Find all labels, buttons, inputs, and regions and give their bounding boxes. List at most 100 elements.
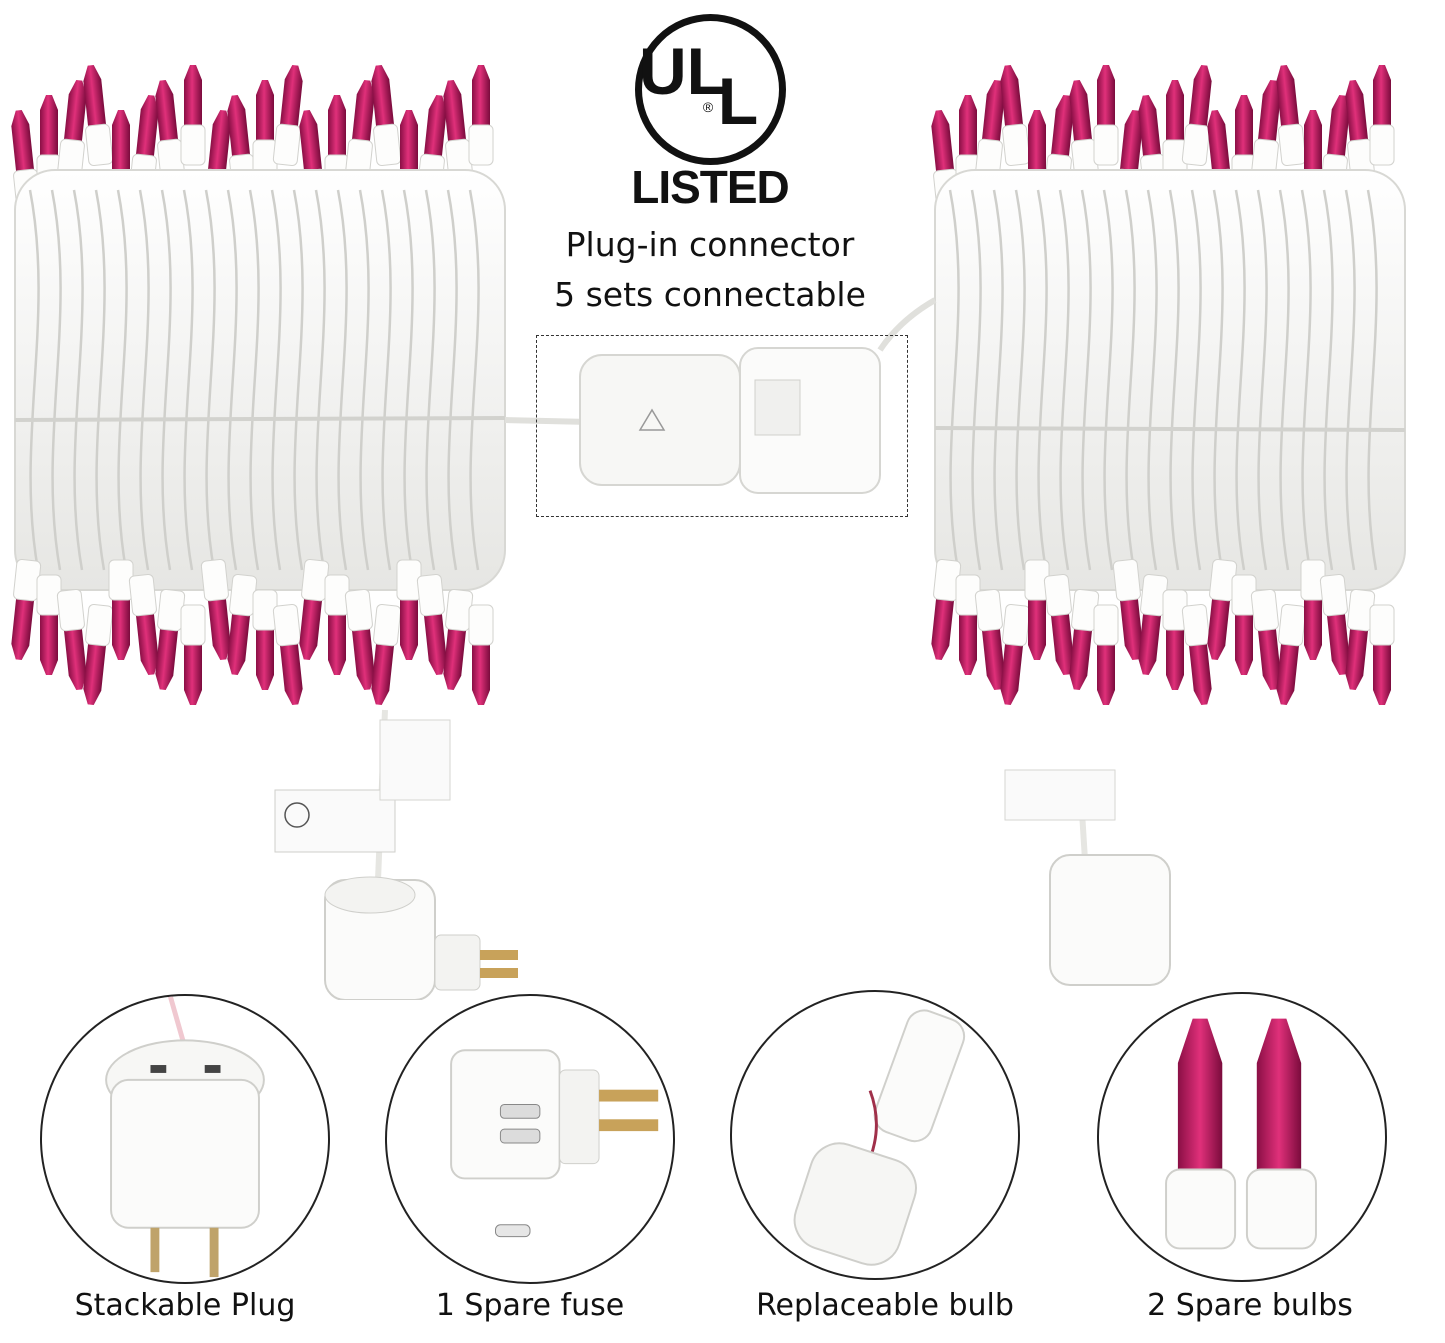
- string-light-bulb: [1276, 603, 1307, 705]
- wire-loop: [292, 189, 304, 571]
- string-light-bulb: [324, 574, 350, 675]
- spare-fuse-icon: [450, 1049, 659, 1238]
- wire-loop: [1036, 189, 1048, 571]
- wire-loop: [1080, 189, 1092, 571]
- string-light-bulb: [108, 559, 134, 660]
- ul-listed-label: LISTED: [631, 161, 790, 213]
- string-light-bulb: [180, 604, 206, 705]
- headline-line-1: Plug-in connector: [565, 225, 855, 264]
- string-light-bulb: [371, 65, 402, 167]
- wire-loop: [468, 189, 480, 571]
- wire-loop: [970, 189, 982, 571]
- string-light-bulb: [1250, 588, 1281, 690]
- wire-loop: [1124, 189, 1136, 571]
- string-light-bulb: [227, 573, 258, 675]
- string-light-bulb: [272, 65, 303, 167]
- wire-loop: [1146, 189, 1158, 571]
- wire-loop: [380, 189, 392, 571]
- wire-loop: [402, 189, 414, 571]
- wire-loop: [1278, 189, 1290, 571]
- wire-loop: [992, 189, 1004, 571]
- right-light-bundle: [877, 65, 1406, 705]
- ul-mark-l: L: [718, 64, 758, 138]
- string-light-bulb: [83, 65, 114, 167]
- center-connector: [579, 347, 881, 494]
- string-light-bulb: [1207, 558, 1238, 660]
- wire-loop: [1014, 189, 1026, 571]
- wire-loop: [226, 189, 238, 571]
- string-light-bulb: [1345, 588, 1376, 690]
- right-wire-loops: [948, 189, 1378, 571]
- wire-loop: [94, 189, 106, 571]
- string-light-bulb: [1162, 80, 1188, 181]
- string-light-bulb: [1162, 589, 1188, 690]
- wire-loop: [160, 189, 172, 571]
- wire-loop: [446, 189, 458, 571]
- wire-loop: [270, 189, 282, 571]
- wire-loop: [248, 189, 260, 571]
- string-light-bulb: [180, 65, 206, 166]
- string-light-bulb: [443, 588, 474, 690]
- wire-loop: [1300, 189, 1312, 571]
- wire-loop: [1322, 189, 1334, 571]
- left-light-bundle: [11, 65, 591, 705]
- string-light-bulb: [468, 65, 494, 166]
- spare-bulbs-circle: [1097, 992, 1387, 1282]
- wire-loop: [314, 189, 326, 571]
- string-light-bulb: [83, 603, 114, 705]
- string-light-bulb: [1369, 604, 1395, 705]
- string-light-bulb: [1369, 65, 1395, 166]
- string-light-bulb: [128, 573, 159, 675]
- left-wire-loops: [28, 189, 480, 571]
- wire-loop: [1168, 189, 1180, 571]
- string-light-bulb: [344, 588, 375, 690]
- right-plug-assembly: [1004, 769, 1171, 986]
- registered-symbol: ®: [703, 99, 714, 115]
- string-light-bulb: [931, 558, 962, 660]
- wire-loop: [358, 189, 370, 571]
- string-light-bulb: [1181, 603, 1212, 705]
- wire-loop: [1102, 189, 1114, 571]
- string-light-bulb: [299, 558, 330, 660]
- string-light-bulb: [1300, 559, 1326, 660]
- string-light-bulb: [252, 589, 278, 690]
- feature-caption-spare-fuse: 1 Spare fuse: [435, 1288, 625, 1323]
- connector-highlight-frame: [536, 335, 908, 517]
- string-light-bulb: [1181, 65, 1212, 167]
- string-light-bulb: [1093, 604, 1119, 705]
- wire-loop: [1234, 189, 1246, 571]
- string-light-bulb: [36, 574, 62, 675]
- replaceable-bulb-icon: [793, 1009, 966, 1266]
- string-light-bulb: [974, 588, 1005, 690]
- string-light-bulb: [272, 603, 303, 705]
- string-light-bulb: [396, 559, 422, 660]
- string-light-bulb: [416, 573, 447, 675]
- string-light-bulb: [1024, 559, 1050, 660]
- wire-loop: [204, 189, 216, 571]
- string-light-bulb: [1000, 603, 1031, 705]
- string-light-bulb: [1069, 588, 1100, 690]
- feature-caption-replaceable-bulb: Replaceable bulb: [756, 1288, 1014, 1323]
- headline-line-2: 5 sets connectable: [554, 275, 866, 314]
- wire-loop: [116, 189, 128, 571]
- string-light-bulb: [1093, 65, 1119, 166]
- string-light-bulb: [371, 603, 402, 705]
- string-light-bulb: [11, 558, 42, 660]
- ul-logo-icon: UL L ®: [635, 14, 786, 165]
- wire-loop: [336, 189, 348, 571]
- string-light-bulb: [468, 604, 494, 705]
- string-light-bulb: [155, 588, 186, 690]
- wire-loop: [1344, 189, 1356, 571]
- wire-loop: [28, 189, 40, 571]
- wire-loop: [182, 189, 194, 571]
- replaceable-bulb-circle: [730, 990, 1020, 1280]
- wire-loop: [1366, 189, 1378, 571]
- string-light-bulb: [1112, 558, 1143, 660]
- wire-loop: [1190, 189, 1202, 571]
- right-bottom-bulbs: [931, 558, 1395, 705]
- feature-caption-spare-bulbs: 2 Spare bulbs: [1147, 1288, 1353, 1323]
- wire-loop: [948, 189, 960, 571]
- wire-loop: [50, 189, 62, 571]
- wire-loop: [1212, 189, 1224, 571]
- stackable-plug-icon: [105, 996, 265, 1278]
